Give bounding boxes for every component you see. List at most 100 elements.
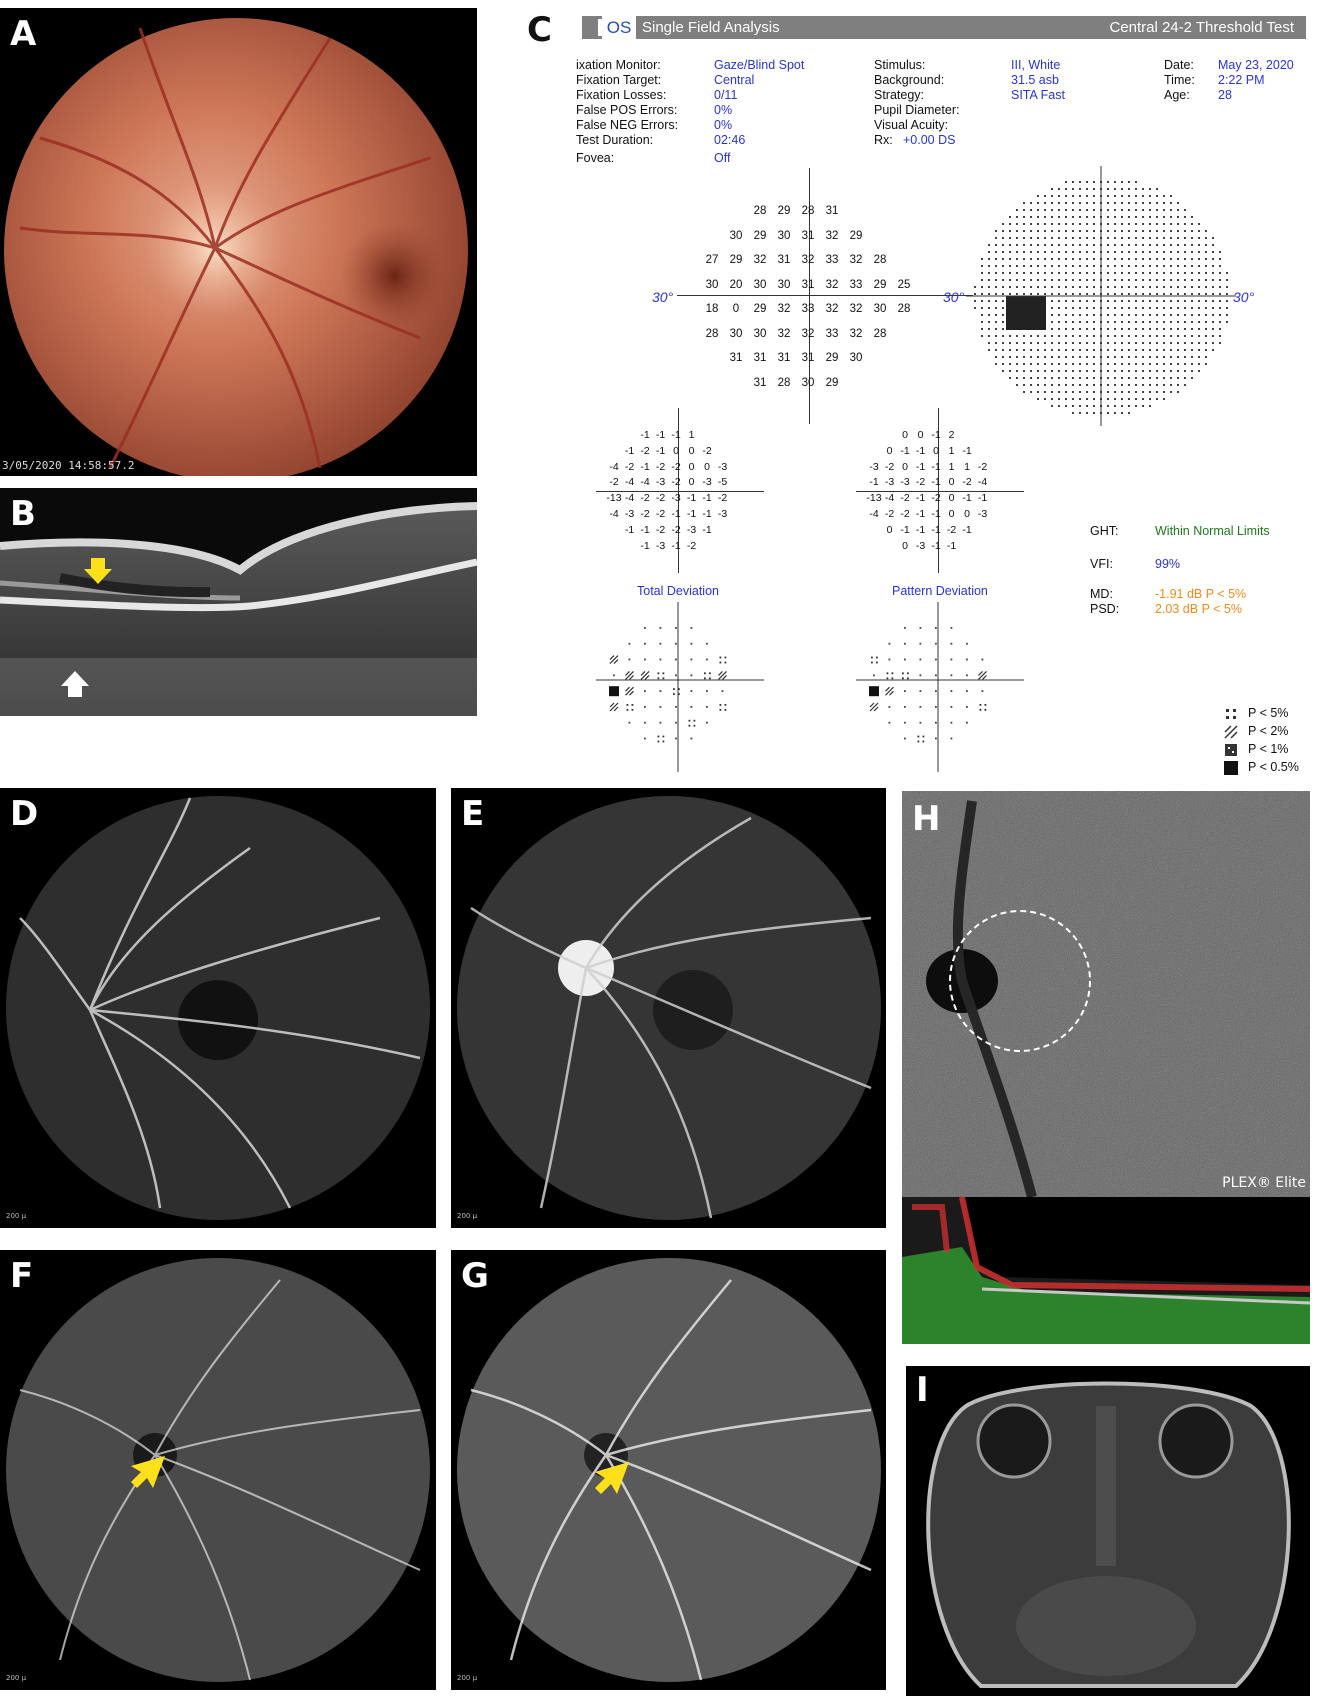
greyscale-dot bbox=[1212, 272, 1214, 274]
psd-label: PSD: bbox=[1090, 602, 1120, 616]
greyscale-dot bbox=[1079, 356, 1081, 358]
md-value: -1.91 dB P < 5% bbox=[1155, 587, 1247, 601]
greyscale-dot bbox=[1030, 244, 1032, 246]
greyscale-dot bbox=[1030, 230, 1032, 232]
greyscale-dot bbox=[1163, 370, 1165, 372]
greyscale-dot bbox=[1086, 209, 1088, 211]
field-value: -3 bbox=[671, 492, 681, 505]
info-label: Fixation Target: bbox=[576, 73, 662, 87]
greyscale-dot bbox=[1030, 370, 1032, 372]
greyscale-dot bbox=[1128, 258, 1130, 260]
prob-symbol-p2 bbox=[978, 670, 987, 680]
greyscale-dot bbox=[1072, 293, 1074, 295]
greyscale-dot bbox=[1163, 321, 1165, 323]
greyscale-dot bbox=[1128, 251, 1130, 253]
greyscale-dot bbox=[1135, 237, 1137, 239]
info-label: Pupil Diameter: bbox=[874, 103, 960, 117]
greyscale-dot bbox=[1072, 335, 1074, 337]
greyscale-dot bbox=[1072, 230, 1074, 232]
greyscale-dot bbox=[1016, 279, 1018, 281]
greyscale-dot bbox=[988, 321, 990, 323]
greyscale-dot bbox=[1037, 195, 1039, 197]
greyscale-dot bbox=[995, 300, 997, 302]
greyscale-dot bbox=[1072, 405, 1074, 407]
octa-bscan-image bbox=[902, 1197, 1310, 1344]
greyscale-dot bbox=[1009, 272, 1011, 274]
blind-spot-patch bbox=[1006, 296, 1046, 330]
field-value: -3 bbox=[655, 476, 666, 489]
greyscale-dot bbox=[1079, 398, 1081, 400]
greyscale-dot bbox=[1135, 307, 1137, 309]
greyscale-dot bbox=[1009, 216, 1011, 218]
greyscale-dot bbox=[1093, 202, 1095, 204]
greyscale-dot bbox=[1037, 265, 1039, 267]
greyscale-dot bbox=[1065, 384, 1067, 386]
field-value: -1 bbox=[655, 444, 666, 457]
field-value: 0 bbox=[902, 460, 908, 473]
field-value: -2 bbox=[702, 444, 712, 457]
greyscale-dot bbox=[1205, 307, 1207, 309]
field-value: -4 bbox=[624, 492, 635, 505]
field-value: -2 bbox=[640, 508, 650, 520]
p2-symbol-icon bbox=[1224, 725, 1238, 739]
greyscale-dot bbox=[1065, 307, 1067, 309]
prob-symbol-p5 bbox=[724, 661, 727, 664]
prob-symbol-normal bbox=[950, 674, 953, 677]
greyscale-dot bbox=[1002, 342, 1004, 344]
greyscale-dot bbox=[1051, 405, 1053, 407]
greyscale-dot bbox=[1163, 286, 1165, 288]
greyscale-dot bbox=[1170, 258, 1172, 260]
greyscale-dot bbox=[1058, 377, 1060, 379]
field-value: 32 bbox=[825, 303, 839, 315]
greyscale-dot bbox=[1107, 405, 1109, 407]
prob-symbol-normal bbox=[919, 642, 922, 645]
greyscale-dot bbox=[1009, 286, 1011, 288]
greyscale-dot bbox=[1037, 258, 1039, 260]
greyscale-dot bbox=[1037, 363, 1039, 365]
greyscale-dot bbox=[1058, 244, 1060, 246]
greyscale-dot bbox=[1009, 223, 1011, 225]
greyscale-dot bbox=[1002, 370, 1004, 372]
field-value: 20 bbox=[729, 278, 743, 291]
greyscale-dot bbox=[1142, 398, 1144, 400]
field-value: -1 bbox=[931, 508, 941, 520]
greyscale-dot bbox=[1135, 223, 1137, 225]
greyscale-dot bbox=[1044, 223, 1046, 225]
prob-symbol-p5 bbox=[891, 677, 894, 680]
vfi-label: VFI: bbox=[1090, 557, 1113, 571]
greyscale-dot bbox=[1121, 349, 1123, 351]
greyscale-dot bbox=[1128, 230, 1130, 232]
greyscale-dot bbox=[1114, 244, 1116, 246]
greyscale-dot bbox=[1107, 272, 1109, 274]
greyscale-dot bbox=[1030, 265, 1032, 267]
greyscale-dot bbox=[1009, 370, 1011, 372]
field-value: 0 bbox=[704, 460, 710, 473]
greyscale-dot bbox=[1051, 384, 1053, 386]
greyscale-dot bbox=[1023, 209, 1025, 211]
greyscale-dot bbox=[1170, 279, 1172, 281]
field-value: 2 bbox=[948, 429, 955, 441]
greyscale-dot bbox=[1072, 328, 1074, 330]
prob-symbol-normal bbox=[690, 658, 693, 661]
greyscale-dot bbox=[1226, 293, 1228, 295]
prob-symbol-p2 bbox=[609, 655, 619, 665]
greyscale-dot bbox=[1093, 279, 1095, 281]
prob-symbol-p05 bbox=[869, 686, 879, 697]
greyscale-dot bbox=[1093, 405, 1095, 407]
field-value: -1 bbox=[900, 523, 910, 536]
greyscale-dot bbox=[1002, 363, 1004, 365]
field-value: 0 bbox=[673, 444, 679, 457]
greyscale-dot bbox=[1163, 223, 1165, 225]
prob-symbol-normal bbox=[904, 642, 906, 645]
field-value: -1 bbox=[915, 444, 926, 457]
field-value: 28 bbox=[897, 303, 911, 315]
panel-d-angiogram: D 200 µ bbox=[0, 788, 436, 1228]
greyscale-dot bbox=[1058, 321, 1060, 323]
field-value: -1 bbox=[962, 444, 972, 457]
greyscale-dot bbox=[1086, 216, 1088, 218]
greyscale-dot bbox=[1023, 251, 1025, 253]
greyscale-dot bbox=[1058, 223, 1060, 225]
greyscale-dot bbox=[1079, 181, 1081, 183]
greyscale-dot bbox=[1163, 265, 1165, 267]
greyscale-dot bbox=[1072, 342, 1074, 344]
